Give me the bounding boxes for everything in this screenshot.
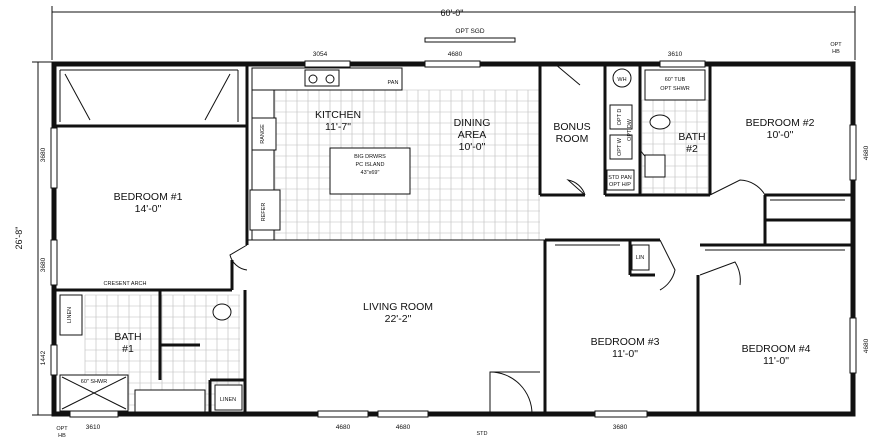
opt-dw-label: OPT DW: [627, 118, 633, 141]
dining-size: 10'-0": [459, 141, 486, 153]
dining-name2: AREA: [458, 129, 487, 141]
island-line-1: BIG DRWRS: [354, 154, 386, 160]
left-dim-2: 3680: [40, 257, 47, 272]
bedroom4-name: BEDROOM #4: [742, 343, 811, 355]
opt-hb-bottom-2: HB: [58, 433, 66, 439]
crescent-arch-label: CRESENT ARCH: [104, 281, 147, 287]
living-name: LIVING ROOM: [363, 301, 433, 313]
shower-label: 60" SHWR: [81, 379, 107, 385]
refer-label: REFER: [261, 203, 267, 222]
bottom-dim-2: 4680: [336, 424, 351, 431]
opt-hb-top-1: OPT: [830, 42, 842, 48]
opt-d-label: OPT D: [617, 109, 623, 126]
bath2-name: BATH: [678, 131, 705, 143]
linen2-label: LINEN: [220, 397, 236, 403]
pan-label: PAN: [388, 80, 399, 86]
island-line-3: 43"x69": [361, 170, 380, 176]
island-line-2: PC ISLAND: [355, 162, 384, 168]
range-label: RANGE: [260, 124, 266, 144]
bath2-num: #2: [686, 143, 698, 155]
dining-name: DINING: [454, 117, 491, 129]
bonus-name2: ROOM: [556, 133, 589, 145]
linen1-label: LINEN: [67, 307, 73, 323]
std-label: STD: [477, 431, 488, 437]
kitchen-size: 11'-7": [325, 121, 351, 133]
std-pan-line-2: OPT H/P: [609, 182, 631, 188]
overall-depth-label: 26'-8": [14, 227, 24, 250]
windows: [50, 60, 857, 418]
opt-hb-top-2: HB: [832, 49, 840, 55]
right-dim-1: 4680: [863, 145, 870, 160]
left-dim-1: 3680: [40, 147, 47, 162]
tub-line-2: OPT SHWR: [660, 86, 690, 92]
bottom-dim-3: 4680: [396, 424, 411, 431]
bedroom3-size: 11'-0": [612, 348, 638, 360]
interior-walls: [54, 64, 853, 414]
bedroom1-name: BEDROOM #1: [114, 191, 183, 203]
fixtures: [59, 37, 706, 413]
overall-width-dimension: [51, 6, 856, 60]
opt-hb-bottom-1: OPT: [56, 426, 68, 432]
overall-width-label: 60'-0": [441, 8, 464, 18]
bath1-num: #1: [122, 343, 134, 355]
right-dim-2: 4680: [863, 338, 870, 353]
bath2-tile-floor: [641, 99, 709, 193]
left-dim-3: 1442: [40, 350, 47, 365]
bedroom2-size: 10'-0": [767, 129, 794, 141]
bedroom4-size: 11'-0": [763, 355, 789, 367]
opt-w-label: OPT W: [617, 137, 623, 156]
bedroom1-size: 14'-0": [135, 203, 162, 215]
overall-depth-dimension: [32, 61, 55, 416]
lin-label: LIN: [636, 255, 645, 261]
kitchen-name: KITCHEN: [315, 109, 361, 121]
bonus-name: BONUS: [553, 121, 590, 133]
opt-sgd-label: OPT SGD: [455, 28, 484, 35]
door-swings: [229, 63, 766, 415]
std-pan-line-1: STD PAN: [608, 175, 631, 181]
bath1-name: BATH: [114, 331, 141, 343]
living-size: 22'-2": [385, 313, 412, 325]
bottom-dim-4: 3680: [613, 424, 628, 431]
bedroom3-name: BEDROOM #3: [591, 336, 660, 348]
tub-line-1: 60" TUB: [665, 77, 686, 83]
bedroom2-name: BEDROOM #2: [746, 117, 815, 129]
bottom-dim-1: 3610: [86, 424, 101, 431]
wh-label: WH: [617, 77, 626, 83]
top-dim-3: 3610: [668, 51, 683, 58]
top-dim-2: 4680: [448, 51, 463, 58]
top-dim-1: 3054: [313, 51, 328, 58]
